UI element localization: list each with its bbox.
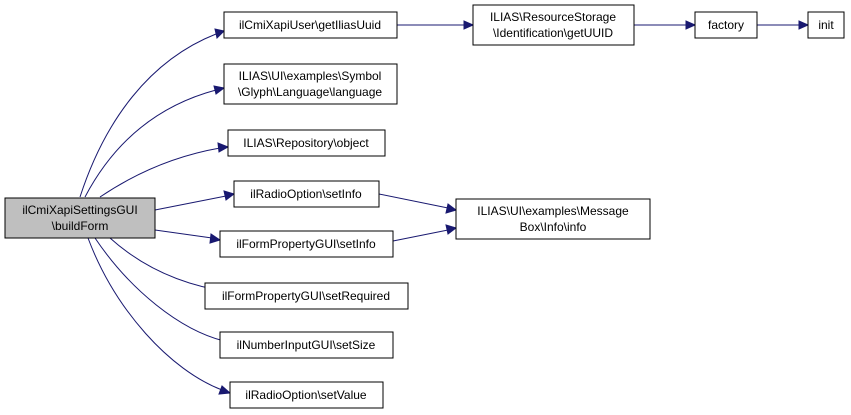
- node-factory[interactable]: factory: [694, 11, 758, 39]
- node-formSetInfo-label: ilFormPropertyGUI\setInfo: [236, 237, 376, 251]
- edge-root-setSize: [94, 237, 225, 342]
- arrow-factory-init: [798, 20, 810, 30]
- node-setRequired-label: ilFormPropertyGUI\setRequired: [222, 289, 390, 303]
- arrow-root-radioSetInfo: [223, 190, 236, 201]
- arrow-getIliasUuid-getUUID: [463, 20, 475, 30]
- node-info[interactable]: ILIAS\UI\examples\Message Box\Info\info: [455, 198, 651, 240]
- node-factory-label: factory: [708, 18, 744, 32]
- node-root-line-1: ilCmiXapiSettingsGUI: [22, 203, 137, 217]
- edge-formSetInfo-info: [392, 229, 449, 242]
- arrow-root-getIliasUuid: [214, 28, 225, 39]
- node-setSize-label: ilNumberInputGUI\setSize: [237, 338, 376, 352]
- node-getUUID-line-1: ILIAS\ResourceStorage: [490, 10, 616, 24]
- node-setRequired[interactable]: ilFormPropertyGUI\setRequired: [204, 282, 409, 310]
- node-language-line-2: \Glyph\Language\language: [238, 85, 382, 99]
- arrow-root-object: [217, 142, 230, 153]
- arrow-formSetInfo-info: [445, 224, 458, 235]
- node-root-line-2: \buildForm: [52, 219, 109, 233]
- node-formSetInfo[interactable]: ilFormPropertyGUI\setInfo: [219, 230, 394, 258]
- node-radioSetInfo-label: ilRadioOption\setInfo: [250, 187, 362, 201]
- node-object[interactable]: ILIAS\Repository\object: [227, 129, 386, 157]
- node-getIliasUuid-label: ilCmiXapiUser\getIliasUuid: [239, 18, 381, 32]
- node-language[interactable]: ILIAS\UI\examples\Symbol \Glyph\Language…: [223, 63, 398, 105]
- node-getUUID-line-2: \Identification\getUUID: [493, 26, 613, 40]
- node-init-label: init: [818, 18, 834, 32]
- node-setValue[interactable]: ilRadioOption\setValue: [229, 381, 384, 409]
- node-getUUID[interactable]: ILIAS\ResourceStorage \Identification\ge…: [472, 4, 635, 46]
- arrow-radioSetInfo-info: [445, 203, 458, 214]
- node-language-line-1: ILIAS\UI\examples\Symbol: [239, 69, 382, 83]
- node-info-line-2: Box\Info\info: [520, 220, 587, 234]
- arrow-root-setValue: [218, 385, 232, 395]
- node-root[interactable]: ilCmiXapiSettingsGUI \buildForm: [4, 197, 156, 239]
- node-setSize[interactable]: ilNumberInputGUI\setSize: [219, 331, 394, 359]
- arrow-getUUID-factory: [685, 20, 697, 30]
- edges: [79, 20, 810, 395]
- edge-root-setValue: [87, 237, 223, 391]
- node-radioSetInfo[interactable]: ilRadioOption\setInfo: [233, 180, 380, 208]
- node-info-line-1: ILIAS\UI\examples\Message: [477, 204, 629, 218]
- edge-radioSetInfo-info: [378, 193, 449, 209]
- node-object-label: ILIAS\Repository\object: [243, 136, 369, 150]
- edge-root-object: [99, 147, 221, 198]
- edge-root-formSetInfo: [154, 229, 213, 239]
- arrow-root-formSetInfo: [209, 233, 222, 244]
- arrow-root-language: [213, 85, 226, 95]
- edge-root-radioSetInfo: [154, 195, 227, 211]
- edge-root-language: [84, 89, 217, 198]
- node-getIliasUuid[interactable]: ilCmiXapiUser\getIliasUuid: [223, 11, 398, 39]
- node-setValue-label: ilRadioOption\setValue: [245, 388, 367, 402]
- node-init[interactable]: init: [807, 11, 845, 39]
- edge-root-getIliasUuid: [79, 33, 217, 198]
